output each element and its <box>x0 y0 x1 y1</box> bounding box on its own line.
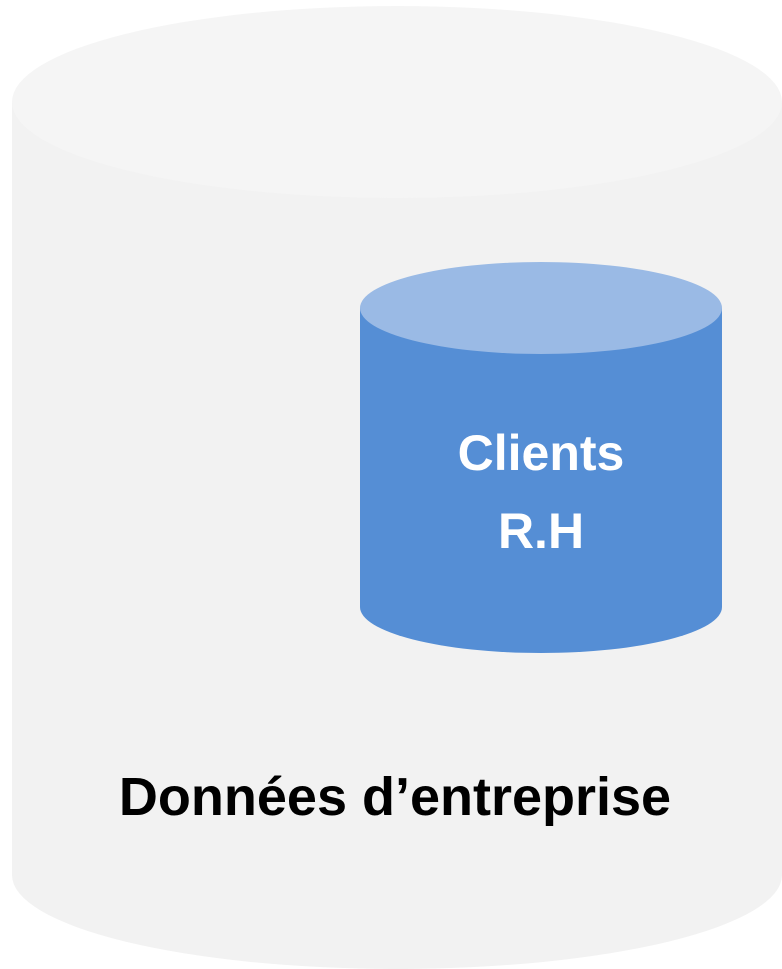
inner-database-label-rh: R.H <box>498 503 584 559</box>
inner-cylinder-body <box>360 308 722 653</box>
outer-database-label: Données d’entreprise <box>119 767 671 827</box>
inner-database-label-clients: Clients <box>458 425 625 481</box>
outer-cylinder-top <box>12 6 782 198</box>
inner-cylinder-top <box>360 262 722 354</box>
inner-database-cylinder: Clients R.H <box>360 262 722 653</box>
